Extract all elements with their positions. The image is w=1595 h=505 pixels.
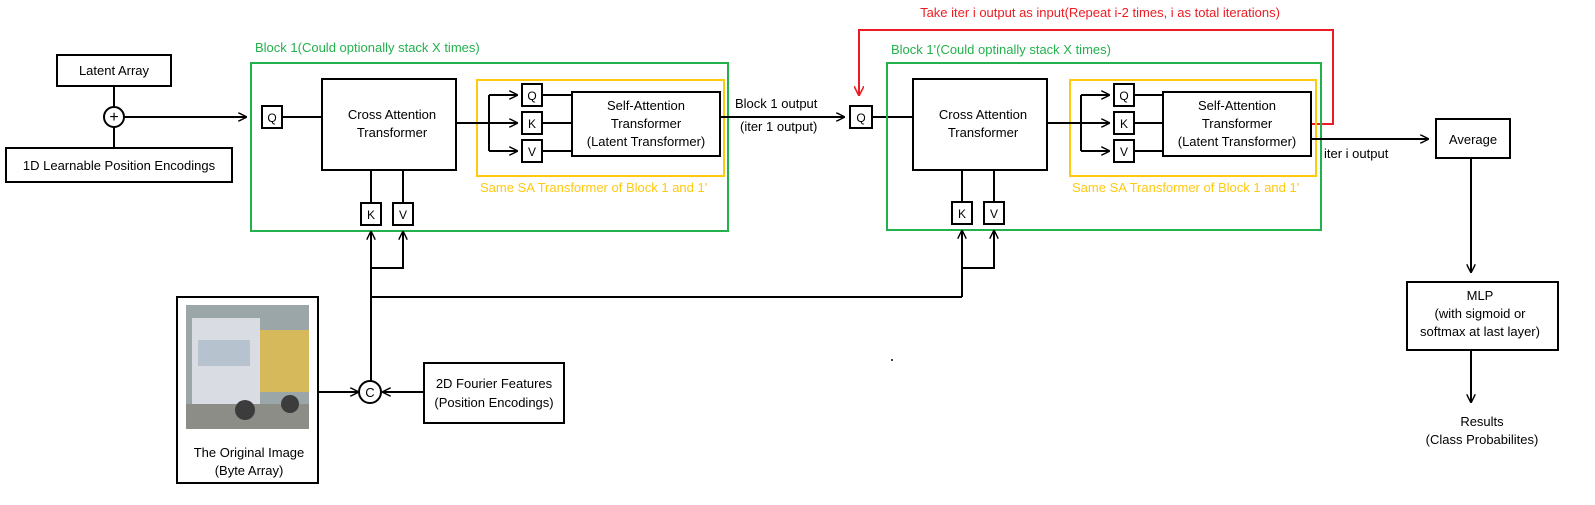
block2-label: Block 1'(Could optinally stack X times) bbox=[891, 42, 1111, 57]
block2-self-attention-line1: Self-Attention bbox=[1198, 98, 1276, 113]
fourier-features-line1: 2D Fourier Features bbox=[436, 376, 553, 391]
mlp-line1: MLP bbox=[1467, 288, 1494, 303]
pos-enc-1d-box bbox=[5, 147, 233, 183]
block1-q-label: Q bbox=[267, 111, 276, 125]
latent-array-label: Latent Array bbox=[79, 63, 150, 78]
mlp-line3: softmax at last layer) bbox=[1420, 324, 1540, 339]
pos-enc-1d-label: 1D Learnable Position Encodings bbox=[23, 158, 216, 173]
iter-output-label: iter i output bbox=[1324, 146, 1389, 161]
block1-sa-frame bbox=[476, 79, 725, 177]
block2-v-box bbox=[983, 201, 1005, 225]
feedback-label: Take iter i output as input(Repeat i-2 t… bbox=[920, 5, 1280, 20]
block2-k-box bbox=[951, 201, 973, 225]
block2-v-label: V bbox=[990, 207, 998, 221]
feedback-loop-arrow bbox=[859, 29, 1334, 125]
average-box bbox=[1435, 118, 1511, 159]
block1-v-label: V bbox=[399, 208, 407, 222]
block1-self-attention-line1: Self-Attention bbox=[607, 98, 685, 113]
average-label: Average bbox=[1449, 132, 1497, 147]
block1-sa-k-label: K bbox=[528, 117, 536, 131]
block1-self-attention-line3: (Latent Transformer) bbox=[587, 134, 706, 149]
truck-image bbox=[186, 305, 309, 429]
concat-operator bbox=[358, 380, 382, 404]
block1-output-line1: Block 1 output bbox=[735, 96, 818, 111]
block2-cross-attention-box bbox=[912, 78, 1048, 171]
block1-cross-attention-line2: Transformer bbox=[357, 125, 428, 140]
block1-label: Block 1(Could optionally stack X times) bbox=[255, 40, 480, 55]
original-image-line1: The Original Image bbox=[194, 445, 305, 460]
block1-cross-attention-box bbox=[321, 78, 457, 171]
fourier-features-box bbox=[423, 362, 565, 424]
block1-sa-q-label: Q bbox=[527, 89, 536, 103]
block2-frame bbox=[886, 62, 1322, 231]
block1-self-attention-line2: Transformer bbox=[611, 116, 682, 131]
stray-dot bbox=[891, 359, 893, 361]
block2-self-attention-box bbox=[1162, 91, 1312, 157]
block2-cross-attention-line2: Transformer bbox=[948, 125, 1019, 140]
block1-output-line2: (iter 1 output) bbox=[740, 119, 817, 134]
original-image-line2: (Byte Array) bbox=[215, 463, 284, 478]
fourier-features-line2: (Position Encodings) bbox=[434, 395, 553, 410]
block2-sa-v-label: V bbox=[1120, 145, 1128, 159]
block2-sa-k-label: K bbox=[1120, 117, 1128, 131]
block2-self-attention-line2: Transformer bbox=[1202, 116, 1273, 131]
bus-to-block2-v-arrow bbox=[962, 231, 994, 269]
block1-k-label: K bbox=[367, 208, 375, 222]
block1-v-box bbox=[392, 202, 414, 226]
mlp-box bbox=[1406, 281, 1559, 351]
mlp-line2: (with sigmoid or bbox=[1434, 306, 1526, 321]
block2-sa-q-label: Q bbox=[1119, 89, 1128, 103]
block1-sa-caption: Same SA Transformer of Block 1 and 1' bbox=[480, 180, 707, 195]
concat-operator-symbol: C bbox=[365, 385, 374, 400]
block1-sa-v-label: V bbox=[528, 145, 536, 159]
block2-q-label: Q bbox=[856, 111, 865, 125]
bus-to-block1-v-arrow bbox=[371, 232, 403, 269]
block2-sa-caption: Same SA Transformer of Block 1 and 1' bbox=[1072, 180, 1299, 195]
add-operator-symbol: + bbox=[109, 109, 118, 126]
block1-k-box bbox=[360, 202, 382, 226]
results-line1: Results bbox=[1460, 414, 1504, 429]
block2-k-label: K bbox=[958, 207, 966, 221]
block1-frame bbox=[250, 62, 729, 232]
block2-cross-attention-line1: Cross Attention bbox=[939, 107, 1027, 122]
block2-sa-frame bbox=[1069, 79, 1317, 177]
block1-self-attention-box bbox=[571, 91, 721, 157]
block1-cross-attention-line1: Cross Attention bbox=[348, 107, 436, 122]
results-line2: (Class Probabilites) bbox=[1426, 432, 1539, 447]
block2-self-attention-line3: (Latent Transformer) bbox=[1178, 134, 1297, 149]
